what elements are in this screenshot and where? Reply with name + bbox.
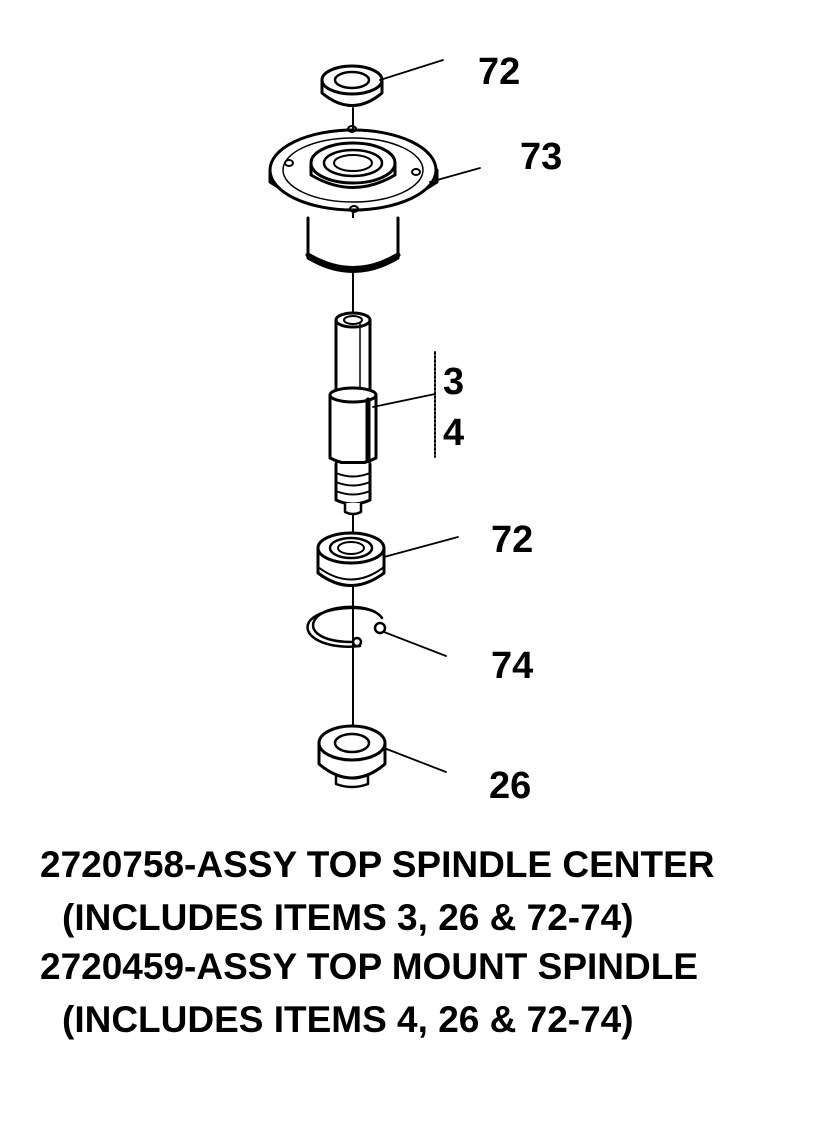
spindle-housing-part: [268, 125, 439, 273]
leader-74: [383, 631, 447, 657]
callout-4: 4: [443, 412, 465, 454]
caption-includes-mount: (INCLUDES ITEMS 4, 26 & 72-74): [62, 999, 634, 1040]
leader-26: [383, 747, 447, 773]
lower-bearing-part: [316, 531, 386, 587]
callout-72-lower: 72: [491, 519, 534, 561]
top-bearing-part: [320, 64, 384, 107]
pulley-hub-part: [317, 724, 387, 789]
spindle-shaft-part: [328, 311, 378, 516]
leader-72-lower: [383, 536, 459, 558]
callout-72-top: 72: [478, 51, 521, 93]
callout-26: 26: [489, 765, 532, 807]
leader-72-top: [379, 59, 444, 81]
callout-3: 3: [443, 361, 465, 403]
leader-lines: [372, 59, 481, 773]
snap-ring-part: [306, 605, 387, 648]
callout-74: 74: [491, 645, 534, 687]
caption-assy-center: 2720758-ASSY TOP SPINDLE CENTER: [40, 844, 715, 885]
leader-73: [429, 167, 481, 183]
caption-includes-center: (INCLUDES ITEMS 3, 26 & 72-74): [62, 897, 634, 938]
caption-assy-mount: 2720459-ASSY TOP MOUNT SPINDLE: [40, 946, 699, 987]
callout-73: 73: [520, 136, 563, 178]
leader-3-4: [372, 393, 436, 408]
